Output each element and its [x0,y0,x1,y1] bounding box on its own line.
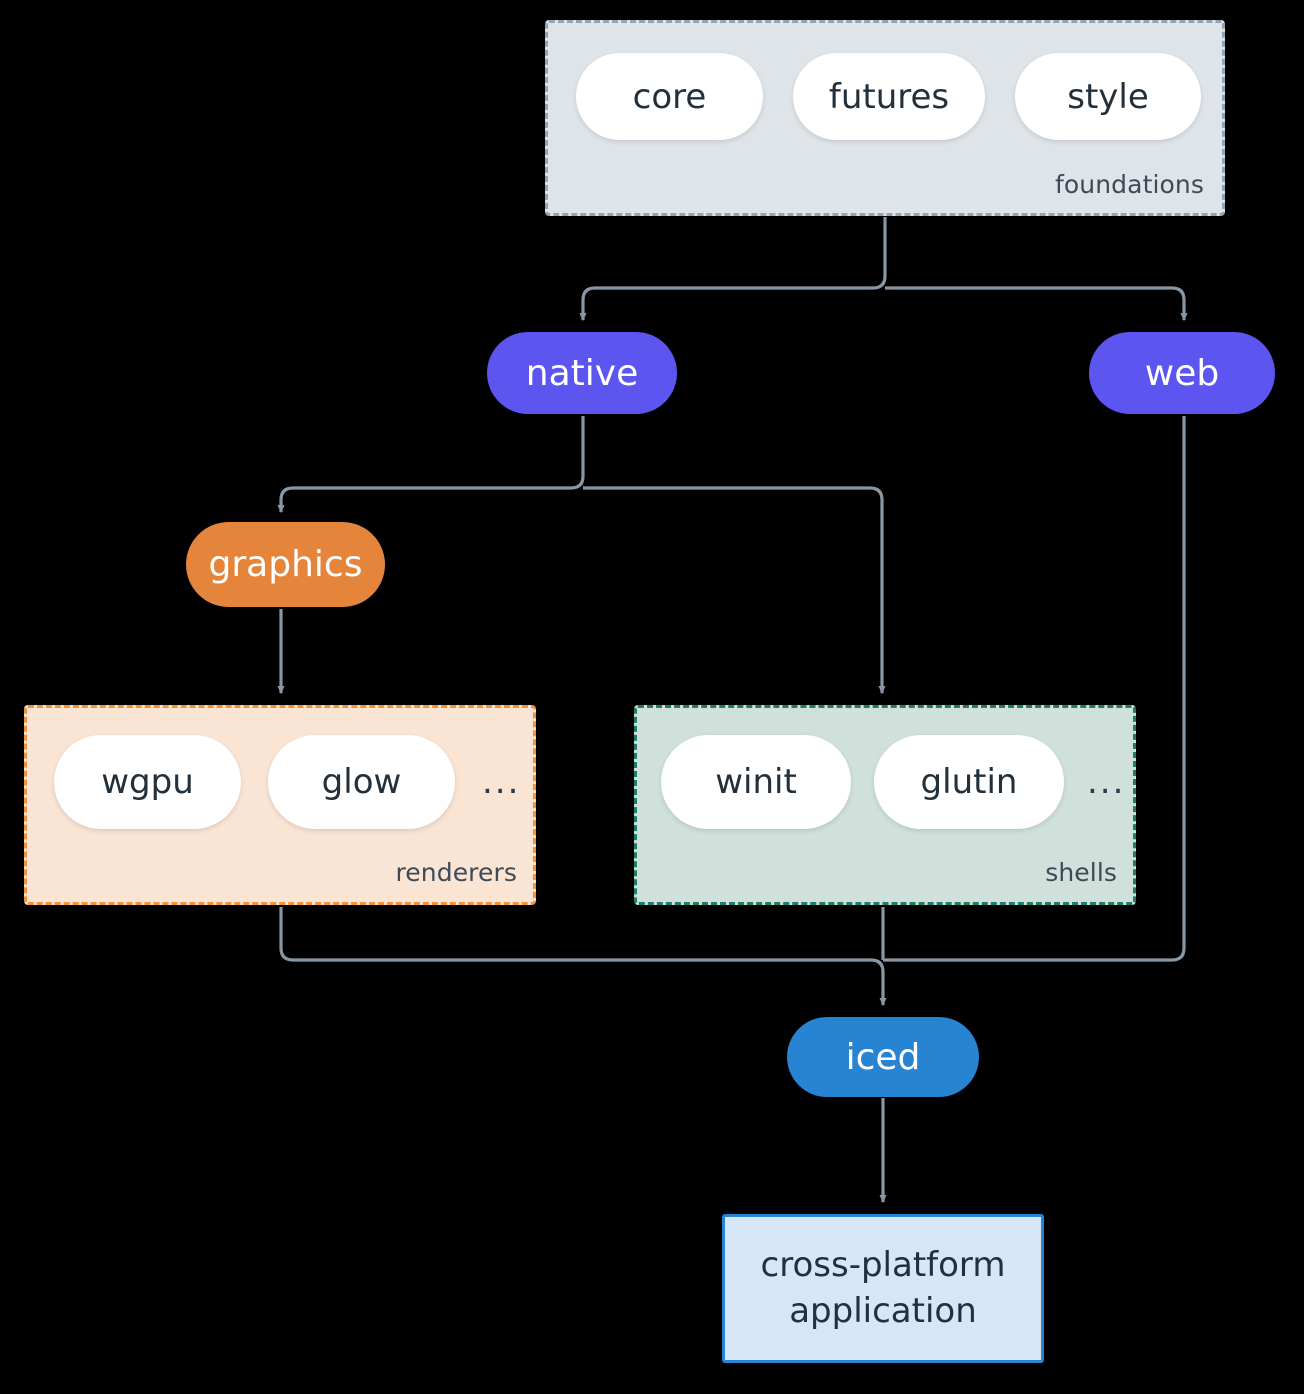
node-graphics[interactable]: graphics [186,522,385,607]
edge-native-to-graphics [277,416,585,514]
group-label-shells: shells [1045,858,1117,887]
node-native[interactable]: native [487,332,677,414]
renderers-members: wgpu glow ... [27,708,533,829]
edge-foundations-to-web [885,286,1188,322]
renderers-ellipsis-icon: ... [482,762,521,802]
edge-foundations-to-native [579,217,887,322]
group-renderers: wgpu glow ... renderers [24,705,536,905]
edge-renderers-to-iced [279,907,887,1007]
node-glow[interactable]: glow [268,735,455,829]
node-web[interactable]: web [1089,332,1275,414]
foundations-members: core futures style [548,23,1222,140]
group-shells: winit glutin ... shells [634,705,1136,905]
edge-native-to-shells [583,486,886,695]
shells-ellipsis-icon: ... [1087,762,1126,802]
node-iced[interactable]: iced [787,1017,979,1097]
node-wgpu[interactable]: wgpu [54,735,241,829]
group-label-foundations: foundations [1055,170,1204,199]
group-foundations: core futures style foundations [545,20,1225,216]
shells-members: winit glutin ... [637,708,1133,829]
node-futures[interactable]: futures [793,53,985,140]
node-core[interactable]: core [576,53,763,140]
node-style[interactable]: style [1015,53,1201,140]
group-label-renderers: renderers [395,858,517,887]
node-glutin[interactable]: glutin [874,735,1064,829]
node-application[interactable]: cross-platform application [722,1214,1044,1363]
application-label-line2: application [789,1290,977,1331]
node-winit[interactable]: winit [661,735,851,829]
application-label-line1: cross-platform [760,1244,1006,1285]
